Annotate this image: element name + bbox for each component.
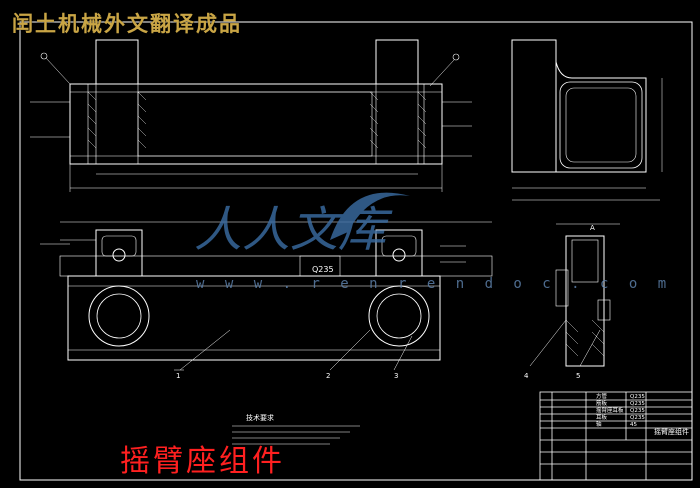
bom-row-name: 耳板	[596, 413, 608, 421]
side-view	[511, 39, 663, 201]
technical-requirements-lines	[232, 425, 360, 445]
part-number-3: 3	[394, 372, 398, 380]
title-block-name: 摇臂座组件	[654, 427, 689, 436]
part-number-4: 4	[524, 372, 529, 380]
top-banner: 闰土机械外文翻译成品	[12, 12, 242, 36]
title-block	[539, 391, 693, 481]
bottom-front-view	[40, 221, 493, 371]
technical-requirements-title: 技术要求	[246, 413, 274, 422]
bom-row-name: 摇臂座耳板	[596, 406, 624, 414]
bom-row-material: Q235	[630, 401, 645, 407]
watermark-logo-text: 人人文库	[194, 202, 393, 258]
watermark-url: w w w . r e n r e n d o c . c o m	[196, 276, 673, 292]
bom-table: 方管 Q235 筋板 Q235 摇臂座耳板 Q235 耳板 Q235 轴 45	[596, 392, 645, 428]
bom-row-name: 筋板	[596, 399, 608, 407]
bom-row-material: 45	[630, 422, 637, 428]
bom-row-material: Q235	[630, 394, 645, 400]
front-section-view	[30, 39, 472, 192]
bom-row-name: 方管	[596, 392, 608, 400]
section-mark-a: A	[590, 224, 595, 232]
sheet-border	[19, 21, 693, 481]
part-number-1: 1	[176, 372, 180, 380]
watermark-logo: 人人文库	[194, 192, 410, 258]
bom-row-material: Q235	[630, 408, 645, 414]
part-number-5: 5	[576, 372, 580, 380]
part-number-2: 2	[326, 372, 330, 380]
drawing-title: 摇臂座组件	[120, 444, 285, 479]
bom-row-material: Q235	[630, 415, 645, 421]
material-label: Q235	[312, 265, 334, 274]
section-a-a-view	[529, 223, 620, 367]
bom-row-name: 轴	[596, 420, 602, 428]
